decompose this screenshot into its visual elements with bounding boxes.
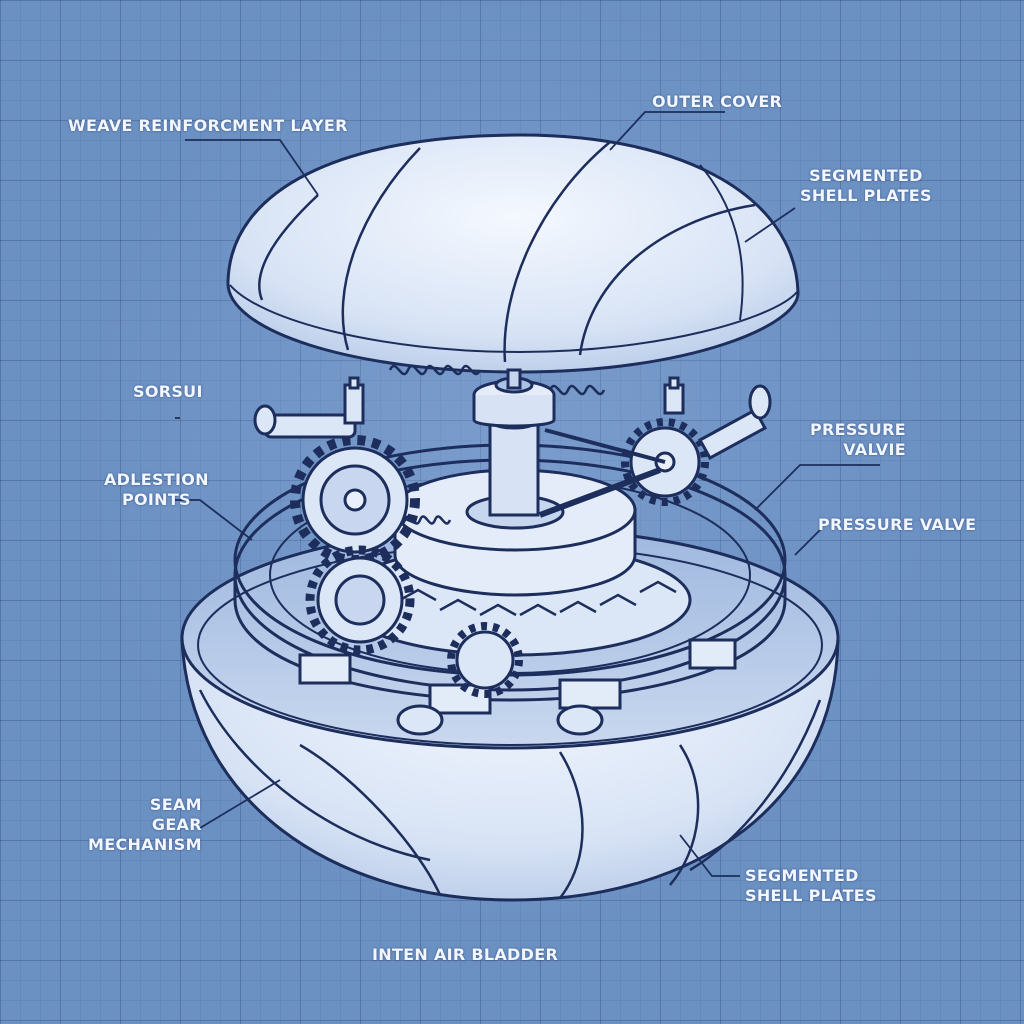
leader-weave [185,139,319,196]
label-seam-line2: GEAR [151,815,202,834]
label-adlestion-line2: POINTS [121,490,191,509]
label-segmented-top-line2: SHELL PLATES [800,186,932,205]
label-seam-gear-mechanism: SEAM GEAR MECHANISM [88,795,202,855]
label-adlestion-line1: ADLESTION [104,470,209,489]
label-segmented-top-line1: SEGMENTED [809,166,923,185]
top-dome-shell [226,133,800,374]
label-segmented-bottom-line1: SEGMENTED [745,866,859,885]
leader-lines [175,111,880,877]
label-adlestion-points: ADLESTION POINTS [104,470,209,510]
left-valve-rod [253,376,685,439]
left-gear-cluster [290,435,420,655]
leader-segmented-top [744,207,796,243]
leader-outer-cover [609,111,725,151]
label-seam-line1: SEAM [149,795,202,814]
label-weave-reinforcement: WEAVE REINFORCMENT LAYER [68,116,348,135]
label-outer-cover: OUTER COVER [652,92,783,111]
leader-segmented-bottom [679,834,740,877]
label-seam-line3: MECHANISM [88,835,202,854]
lower-gears [396,622,604,736]
leader-seam [199,779,281,829]
leader-pressure-valve-mid [794,529,821,556]
leader-adlestion [175,499,253,541]
label-air-bladder: INTEN AIR BLADDER [372,945,559,964]
label-segmented-shell-plates-top: SEGMENTED SHELL PLATES [800,166,932,206]
label-pressure-valve-top-line2: VALVIE [843,440,906,459]
label-pressure-valve-top: PRESSURE VALVIE [810,420,906,460]
label-segmented-bottom-line2: SHELL PLATES [745,886,877,905]
right-gear-cluster [538,384,772,518]
label-pressure-valve-mid: PRESSURE VALVE [818,515,977,534]
leader-pressure-valve-top [754,464,880,511]
label-pressure-valve-top-line1: PRESSURE [810,420,906,439]
central-hub [393,368,637,597]
label-segmented-shell-plates-bottom: SEGMENTED SHELL PLATES [745,866,877,906]
label-sorsui: SORSUI [133,382,203,401]
